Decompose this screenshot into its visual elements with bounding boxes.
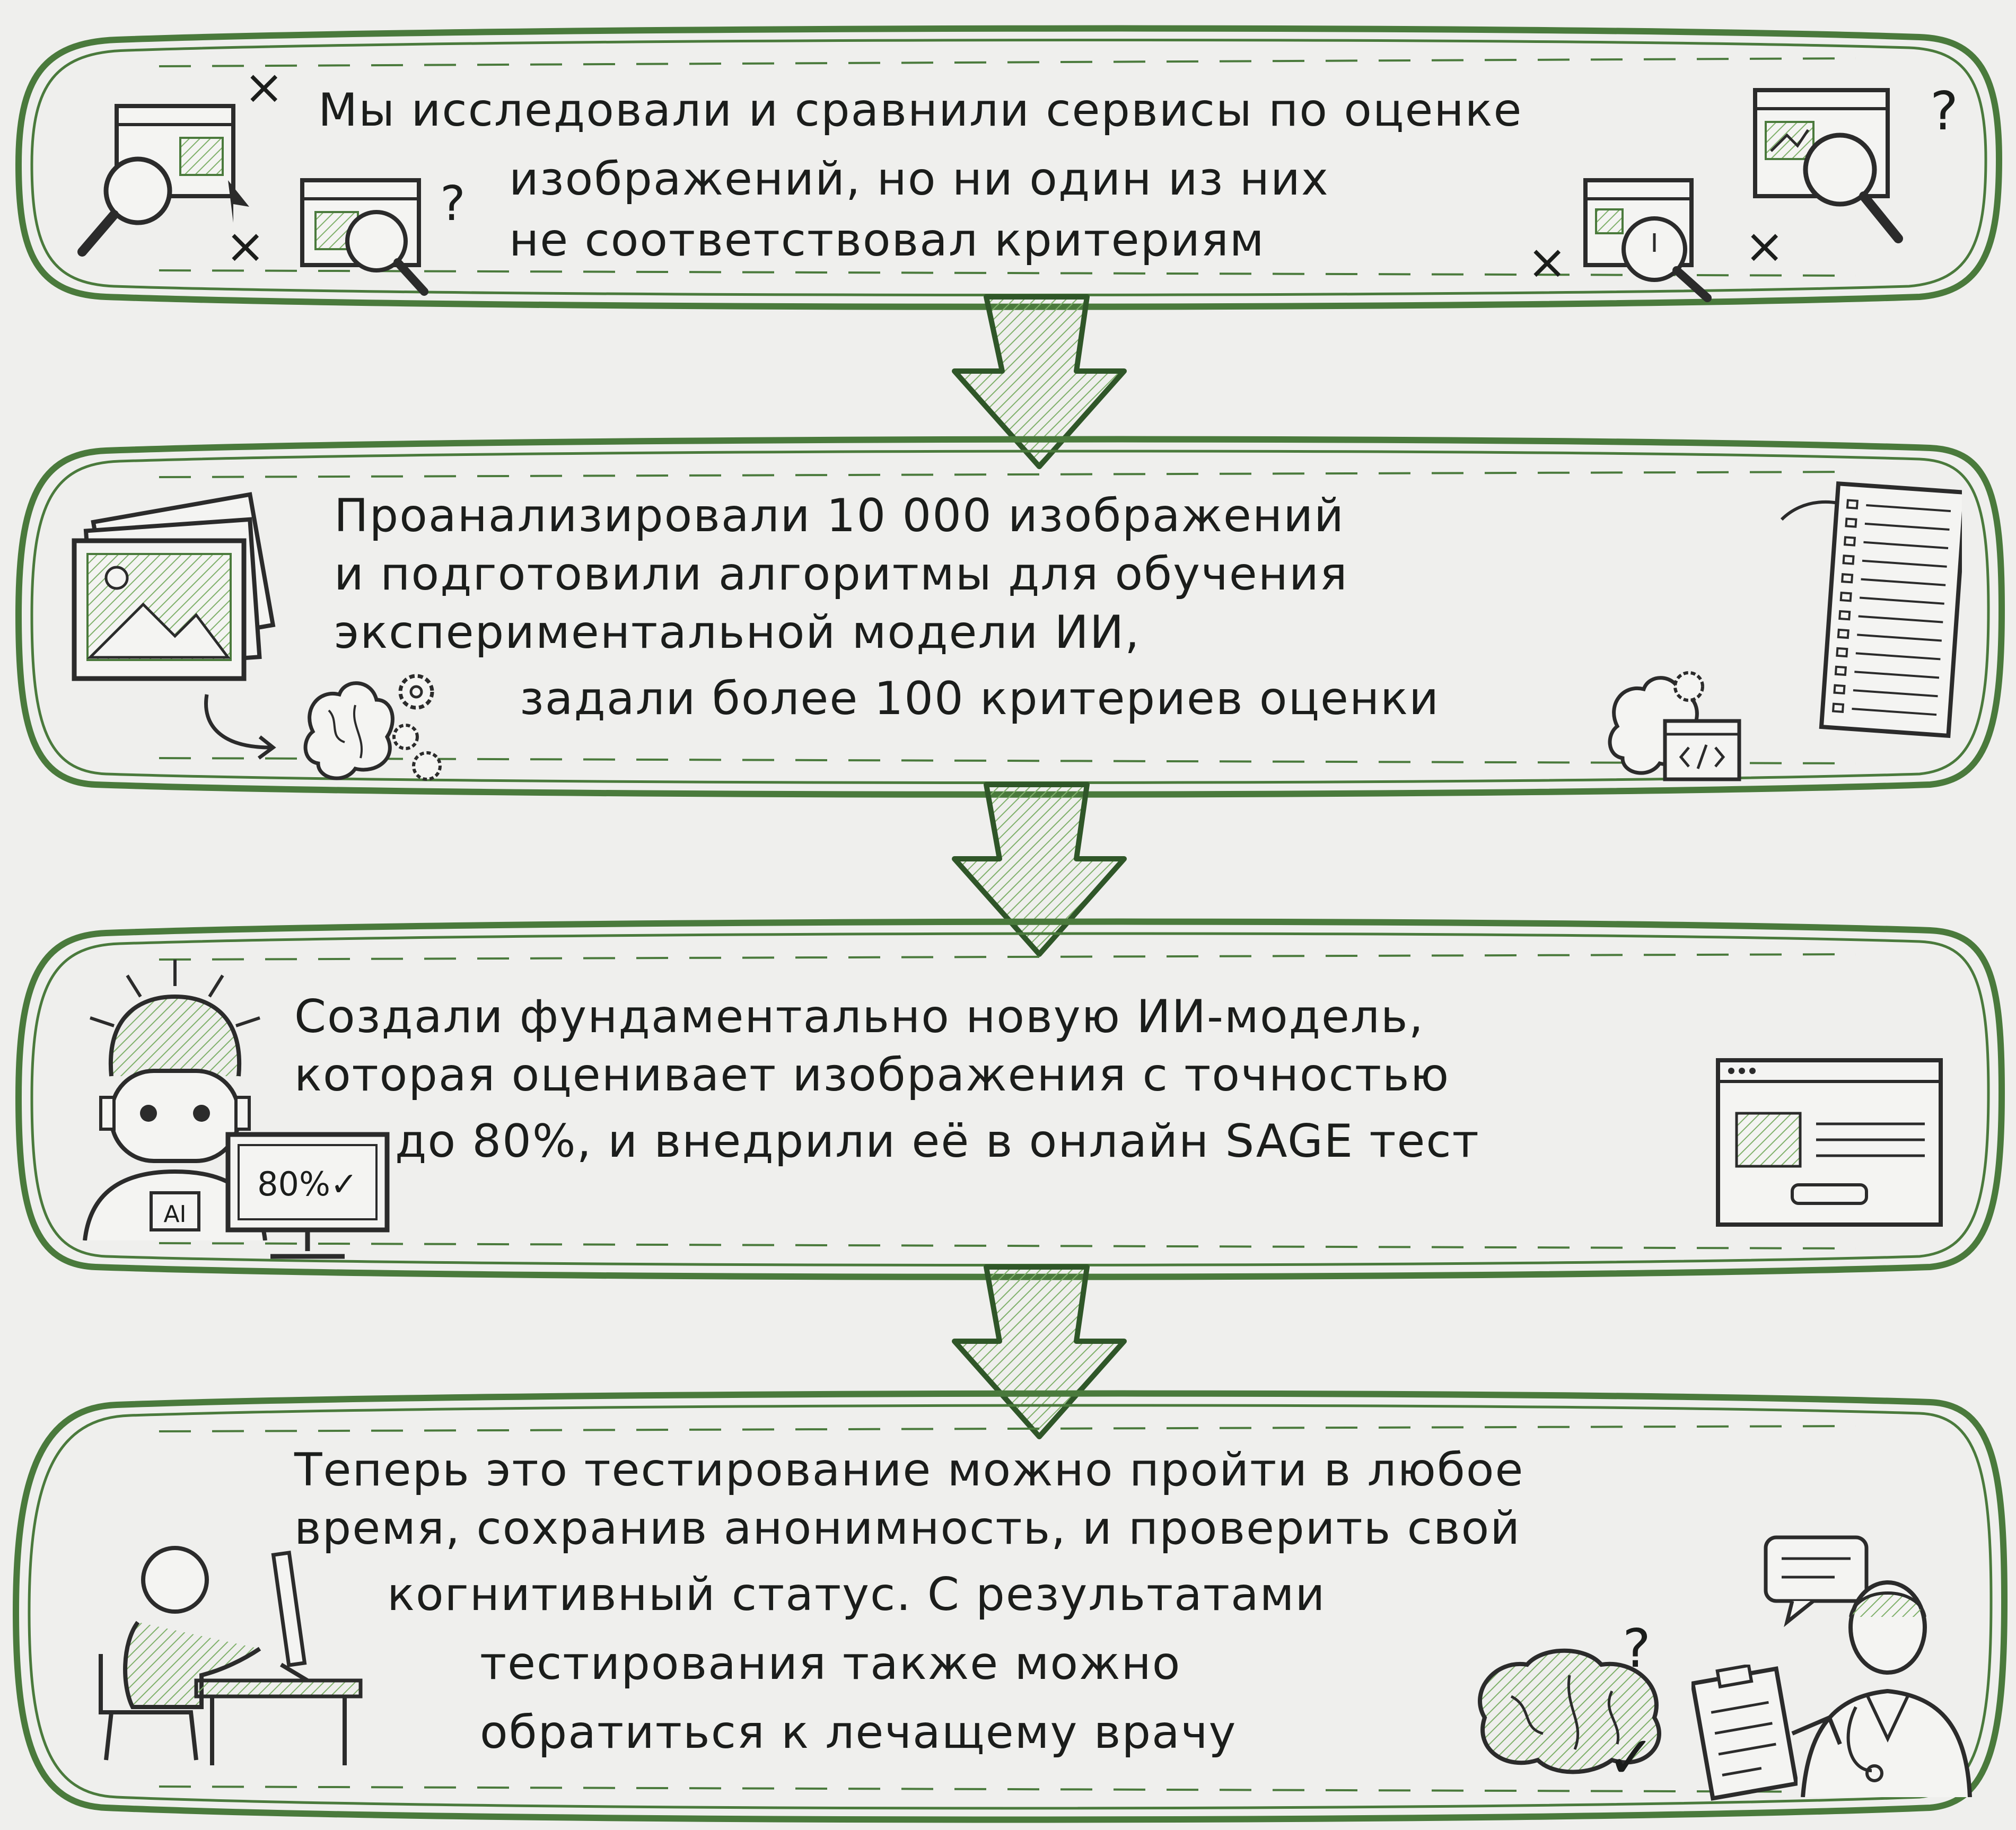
step-1-line-2: изображений, но ни один из них [509, 153, 1329, 206]
step-frame-2 [15, 436, 2005, 798]
cross-mark-icon: × [1527, 234, 1568, 290]
clipboard-icon [1691, 1665, 1798, 1801]
step-3-line-1: Создали фундаментально новую ИИ-модель, [294, 990, 1424, 1043]
step-3-line-2: которая оценивает изображения с точность… [294, 1049, 1450, 1102]
arrow-1 [952, 294, 1127, 469]
step-3-line-3: до 80%, и внедрили её в онлайн SAGE тест [395, 1115, 1480, 1168]
step-4-line-2: время, сохранив анонимность, и проверить… [294, 1502, 1521, 1555]
question-mark-icon: ? [440, 176, 467, 232]
doctor-icon [1791, 1580, 1972, 1797]
check-mark-icon: ✓ [1607, 1723, 1657, 1791]
step-2-line-3: экспериментальной модели ИИ, [334, 606, 1141, 659]
brain-code-icon [1608, 671, 1741, 781]
browser-window-icon [1716, 1058, 1943, 1227]
step-4-line-3: когнитивный статус. С результатами [387, 1568, 1326, 1621]
step-1-line-3: не соответствовал критериям [509, 214, 1265, 267]
cross-mark-icon: × [244, 59, 285, 115]
browser-search-chart-icon [1753, 88, 1903, 243]
step-2-line-1: Проанализировали 10 000 изображений [334, 489, 1345, 542]
robot-badge-text: AI [163, 1201, 186, 1228]
brain-icon [1478, 1648, 1661, 1774]
step-4-line-4: тестирования также можно [480, 1637, 1181, 1690]
step-4-line-5: обратиться к лечащему врачу [480, 1706, 1237, 1759]
checklist-document-icon [1780, 481, 1962, 738]
step-frame-1 [15, 25, 2003, 310]
arrow-2 [952, 782, 1127, 957]
question-mark-icon: ? [1623, 1617, 1652, 1679]
step-4-line-1: Теперь это тестирование можно пройти в л… [294, 1444, 1524, 1497]
step-2-line-2: и подготовили алгоритмы для обучения [334, 548, 1348, 601]
cross-mark-icon: × [225, 218, 267, 274]
ai-robot-icon: AI [83, 960, 267, 1240]
step-frame-4 [12, 1390, 2008, 1823]
person-at-computer-icon [99, 1546, 363, 1765]
monitor-accuracy-icon: 80%✓ [225, 1132, 390, 1259]
question-mark-icon: ? [1930, 80, 1960, 142]
step-frame-3 [15, 918, 2005, 1280]
browser-question-icon [300, 178, 428, 296]
curved-arrow-icon [204, 694, 276, 760]
photo-stack-icon [72, 492, 276, 681]
monitor-accuracy-label: 80%✓ [257, 1165, 358, 1203]
cross-mark-icon: × [1745, 218, 1786, 274]
step-1-line-1: Мы исследовали и сравнили сервисы по оце… [318, 84, 1523, 137]
browser-search-icon [77, 104, 249, 257]
step-2-line-4: задали более 100 критериев оценки [520, 672, 1440, 725]
arrow-3 [952, 1264, 1127, 1439]
brain-gears-icon [303, 674, 442, 781]
browser-clock-search-icon [1583, 178, 1712, 302]
speech-bubble-icon [1764, 1535, 1869, 1627]
